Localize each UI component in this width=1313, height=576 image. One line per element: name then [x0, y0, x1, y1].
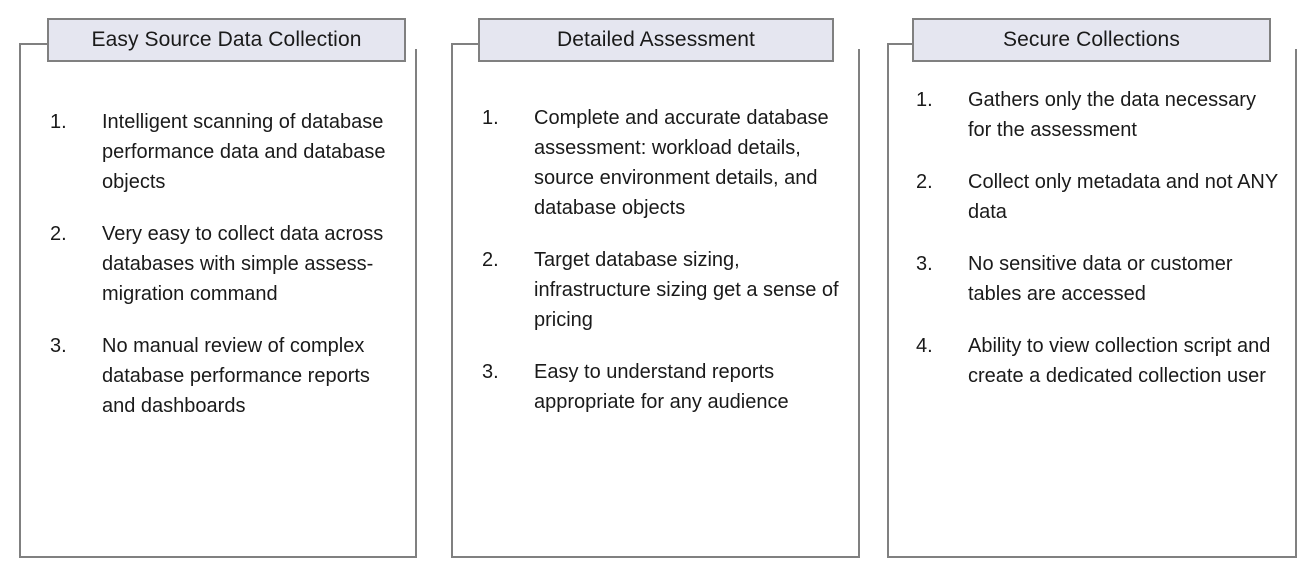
- list-item: 2. Collect only metadata and not ANY dat…: [916, 167, 1281, 227]
- list-item-text: Complete and accurate database assessmen…: [534, 107, 829, 219]
- list-item-number: 2.: [916, 171, 933, 193]
- feature-list: 1. Gathers only the data necessary for t…: [916, 85, 1281, 391]
- list-item: 3. No manual review of complex database …: [50, 331, 401, 421]
- panel-title-text: Detailed Assessment: [557, 28, 755, 52]
- list-item-text: Very easy to collect data across databas…: [102, 223, 384, 305]
- feature-list: 1. Intelligent scanning of database perf…: [50, 107, 401, 421]
- panel-title-text: Easy Source Data Collection: [91, 28, 362, 52]
- feature-panel-detailed-assessment: 1. Complete and accurate database assess…: [451, 41, 871, 558]
- list-item: 1. Intelligent scanning of database perf…: [50, 107, 401, 197]
- list-item: 3. No sensitive data or customer tables …: [916, 249, 1281, 309]
- feature-list: 1. Complete and accurate database assess…: [482, 103, 844, 417]
- feature-panel-easy-source-data-collection: 1. Intelligent scanning of database perf…: [19, 41, 437, 558]
- list-item: 2. Target database sizing, infrastructur…: [482, 245, 844, 335]
- list-item-number: 3.: [50, 335, 67, 357]
- list-item: 1. Complete and accurate database assess…: [482, 103, 844, 223]
- list-item: 4. Ability to view collection script and…: [916, 331, 1281, 391]
- list-item-number: 2.: [50, 223, 67, 245]
- list-item-number: 1.: [482, 107, 499, 129]
- panel-title-secure-collections: Secure Collections: [912, 18, 1271, 62]
- list-item: 1. Gathers only the data necessary for t…: [916, 85, 1281, 145]
- list-item-text: No manual review of complex database per…: [102, 335, 370, 417]
- panel-title-detailed-assessment: Detailed Assessment: [478, 18, 834, 62]
- list-item-text: Target database sizing, infrastructure s…: [534, 249, 839, 331]
- panel-body: 1. Complete and accurate database assess…: [453, 103, 858, 417]
- list-item-text: Gathers only the data necessary for the …: [968, 89, 1256, 141]
- list-item-text: Intelligent scanning of database perform…: [102, 111, 386, 193]
- list-item-number: 2.: [482, 249, 499, 271]
- panel-title-text: Secure Collections: [1003, 28, 1180, 52]
- feature-panel-secure-collections: 1. Gathers only the data necessary for t…: [887, 41, 1307, 558]
- list-item-number: 1.: [50, 111, 67, 133]
- list-item-text: Collect only metadata and not ANY data: [968, 171, 1278, 223]
- list-item-text: Easy to understand reports appropriate f…: [534, 361, 789, 413]
- list-item-number: 4.: [916, 335, 933, 357]
- list-item-number: 3.: [482, 361, 499, 383]
- list-item-number: 3.: [916, 253, 933, 275]
- list-item: 2. Very easy to collect data across data…: [50, 219, 401, 309]
- list-item-text: No sensitive data or customer tables are…: [968, 253, 1233, 305]
- panel-body: 1. Intelligent scanning of database perf…: [21, 107, 415, 421]
- list-item-number: 1.: [916, 89, 933, 111]
- list-item-text: Ability to view collection script and cr…: [968, 335, 1271, 387]
- list-item: 3. Easy to understand reports appropriat…: [482, 357, 844, 417]
- panel-title-easy-source-data-collection: Easy Source Data Collection: [47, 18, 406, 62]
- panel-body: 1. Gathers only the data necessary for t…: [889, 85, 1295, 391]
